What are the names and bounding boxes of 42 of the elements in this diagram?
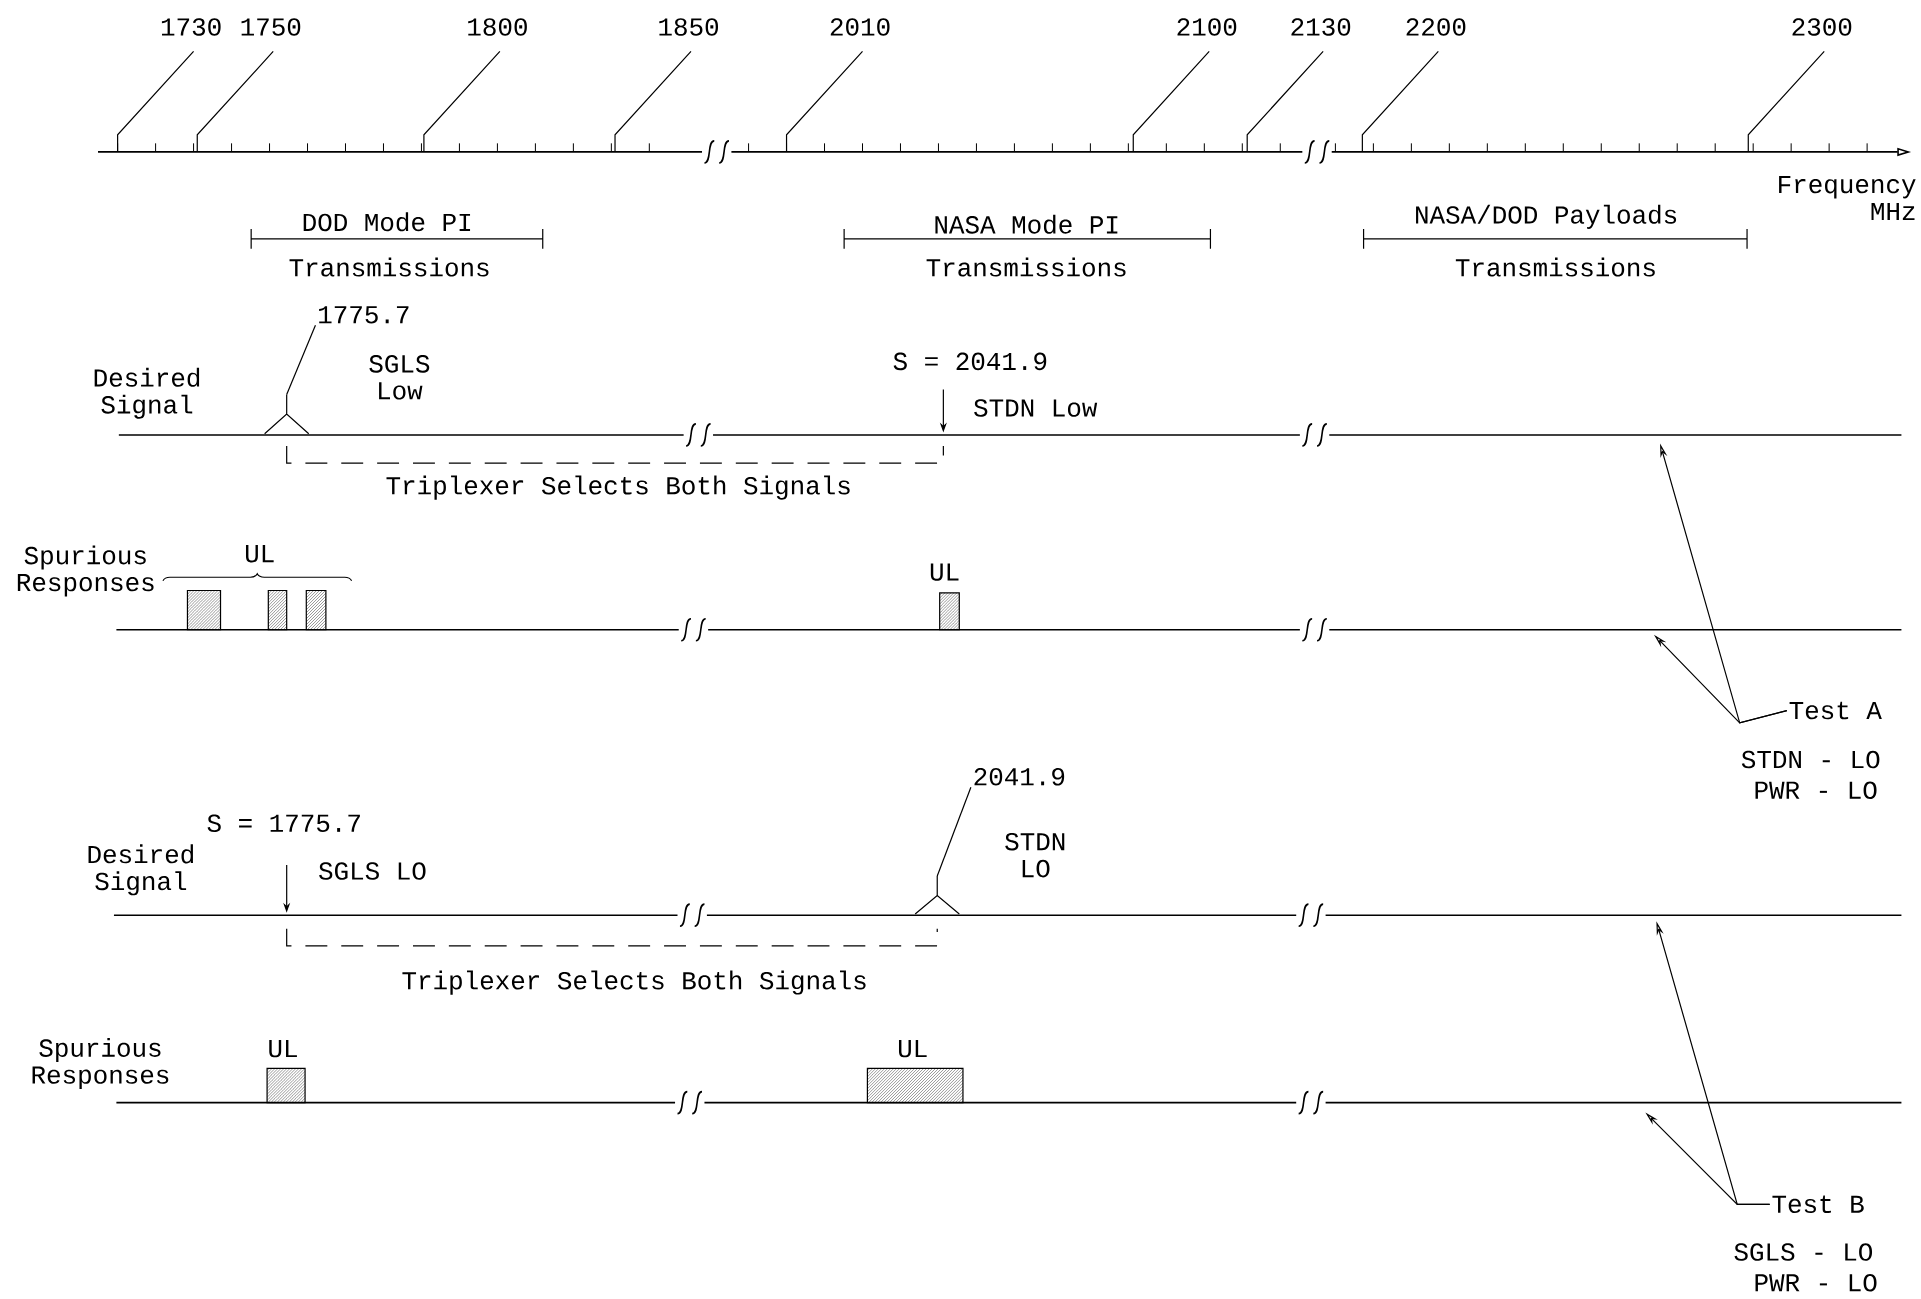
label: Transmissions	[289, 257, 489, 277]
label: DOD Mode PI	[303, 212, 471, 232]
label: SGLS LO	[319, 862, 426, 881]
label: STDN LO	[1005, 833, 1065, 878]
response-label: UL	[899, 1040, 927, 1058]
tick-label: 2100	[1177, 18, 1237, 36]
label: S = 2041.9	[893, 352, 1047, 371]
axis-label: Frequency MHz	[1779, 176, 1916, 221]
label: Transmissions	[1455, 257, 1655, 277]
tick-label: 1800	[468, 18, 527, 36]
row-label: Spurious Responses	[17, 545, 154, 597]
test-label: Test B	[1772, 1195, 1864, 1214]
tick-label: 2300	[1792, 18, 1852, 36]
label: NASA/DOD Payloads	[1416, 204, 1677, 230]
tick-label: 1750	[241, 18, 301, 36]
row-label: Spurious Responses	[32, 1038, 169, 1090]
row-label: Desired Signal	[88, 844, 193, 896]
tick-label: 2130	[1291, 18, 1351, 36]
tick-label: 2200	[1406, 18, 1466, 36]
label: S = 1775.7	[207, 814, 360, 833]
frequency-label: 2041.9	[974, 768, 1065, 786]
response-label: UL	[246, 545, 274, 563]
leader-line	[286, 324, 317, 396]
frequency-label: 1775.7	[319, 306, 409, 324]
setting-label: PWR - LO	[1755, 781, 1877, 800]
label: SGLS Low	[369, 355, 430, 400]
bracket-label: Triplexer Selects Both Signals	[386, 475, 850, 500]
tick-label: 1850	[659, 18, 718, 36]
bracket-label: Triplexer Selects Both Signals	[402, 970, 866, 995]
setting-label: SGLS - LO	[1734, 1243, 1873, 1262]
setting-label: STDN - LO	[1741, 751, 1880, 769]
test-label: Test A	[1789, 702, 1882, 720]
tick-label: 2010	[830, 18, 890, 36]
leader-line	[936, 786, 972, 877]
response-label: UL	[269, 1040, 297, 1058]
label: Transmissions	[926, 257, 1126, 277]
label: NASA Mode PI	[935, 214, 1118, 234]
response-label: UL	[930, 563, 959, 581]
label: STDN Low	[974, 399, 1098, 417]
row-label: Desired Signal	[94, 367, 200, 419]
tick-label: 1730	[161, 18, 221, 36]
setting-label: PWR - LO	[1755, 1274, 1877, 1292]
